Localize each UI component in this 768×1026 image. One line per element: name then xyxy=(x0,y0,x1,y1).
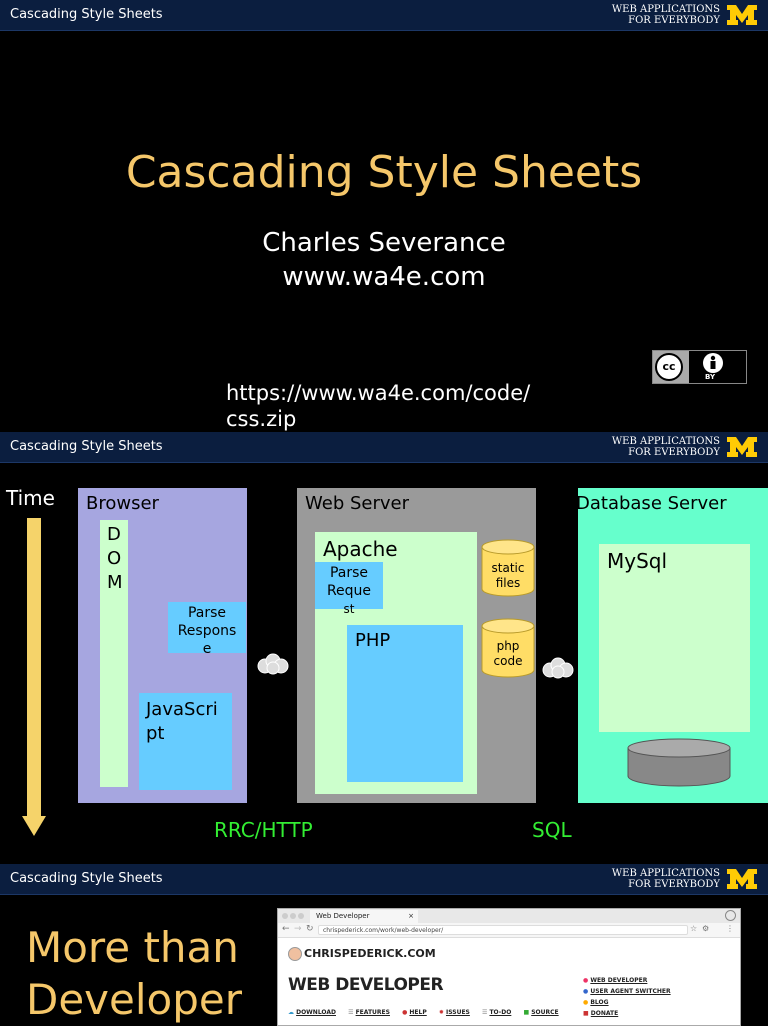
parse-request-box: Parse Reque st xyxy=(315,562,383,616)
nav-source[interactable]: ■ SOURCE xyxy=(523,1009,559,1016)
browser-tab[interactable]: Web Developer × xyxy=(310,910,418,923)
side-link[interactable]: ● BLOG xyxy=(583,999,609,1006)
nav-download[interactable]: ☁ DOWNLOAD xyxy=(288,1009,336,1016)
author-site: www.wa4e.com xyxy=(282,262,486,292)
mysql-label: MySql xyxy=(607,549,668,573)
slide-1: Cascading Style Sheets WEB APPLICATIONS … xyxy=(0,0,768,432)
header-title: Cascading Style Sheets xyxy=(10,439,163,454)
sql-label: SQL xyxy=(532,818,572,842)
back-icon[interactable]: ← xyxy=(282,924,290,934)
michigan-m-logo xyxy=(727,5,757,25)
slide-header: Cascading Style Sheets WEB APPLICATIONS … xyxy=(0,864,768,895)
header-brand: WEB APPLICATIONS FOR EVERYBODY xyxy=(611,436,720,458)
header-brand: WEB APPLICATIONS FOR EVERYBODY xyxy=(611,868,720,890)
database-server-label: Database Server xyxy=(576,493,727,514)
slide-title: More than Developer xyxy=(26,923,243,1024)
network-cloud-icon xyxy=(542,657,574,679)
time-arrow-icon xyxy=(22,518,46,836)
mysql-box: MySql xyxy=(599,544,750,732)
header-title: Cascading Style Sheets xyxy=(10,7,163,22)
side-links: ● WEB DEVELOPER ● USER AGENT SWITCHER ● … xyxy=(583,975,671,1019)
header-title: Cascading Style Sheets xyxy=(10,871,163,886)
time-label: Time xyxy=(6,486,55,510)
menu-icon[interactable]: ⋮ xyxy=(726,924,734,933)
browser-tab-bar: Web Developer × xyxy=(278,909,740,923)
header-brand: WEB APPLICATIONS FOR EVERYBODY xyxy=(611,4,720,26)
web-server-label: Web Server xyxy=(305,493,409,514)
browser-box: Browser D O M Parse Respons e JavaScri p… xyxy=(78,488,247,803)
site-logo-icon xyxy=(288,947,302,961)
creative-commons-badge: cc BY xyxy=(652,350,747,384)
apache-label: Apache xyxy=(323,537,398,561)
page-heading: WEB DEVELOPER xyxy=(288,975,444,995)
dom-box: D O M xyxy=(100,520,128,787)
nav-todo[interactable]: ☰ TO-DO xyxy=(481,1009,512,1016)
static-files-cylinder-icon xyxy=(481,539,535,597)
cc-by-label: BY xyxy=(705,373,716,381)
side-link[interactable]: ● USER AGENT SWITCHER xyxy=(583,988,671,995)
star-icon[interactable]: ☆ xyxy=(690,924,698,933)
browser-label: Browser xyxy=(86,493,159,514)
nav-features[interactable]: ☰ FEATURES xyxy=(348,1009,390,1016)
michigan-m-logo xyxy=(727,869,757,889)
side-link[interactable]: ● WEB DEVELOPER xyxy=(583,977,648,984)
network-cloud-icon xyxy=(257,653,289,675)
url-field[interactable]: chrispederick.com/work/web-developer/ xyxy=(318,925,688,935)
cc-icon: cc xyxy=(655,353,683,381)
side-link[interactable]: ■ DONATE xyxy=(583,1010,619,1017)
parse-response-box: Parse Respons e xyxy=(168,602,246,657)
site-name[interactable]: CHRISPEDERICK.COM xyxy=(304,947,436,960)
php-label: PHP xyxy=(355,630,391,651)
slide-header: Cascading Style Sheets WEB APPLICATIONS … xyxy=(0,0,768,31)
web-server-box: Web Server Apache Parse Reque st PHP sta… xyxy=(297,488,536,803)
php-box: PHP xyxy=(347,625,463,782)
php-code-cylinder-icon xyxy=(481,618,535,678)
close-tab-icon[interactable]: × xyxy=(408,912,414,920)
michigan-m-logo xyxy=(727,437,757,457)
attribution-icon xyxy=(703,353,723,373)
window-control-icon[interactable] xyxy=(725,910,736,921)
reload-icon[interactable]: ↻ xyxy=(306,924,314,934)
forward-icon[interactable]: → xyxy=(294,924,302,934)
static-files-label: static files xyxy=(491,561,525,590)
database-server-box: Database Server MySql xyxy=(576,488,768,803)
code-link[interactable]: https://www.wa4e.com/code/ css.zip xyxy=(226,381,531,431)
database-disk-icon xyxy=(627,738,731,787)
php-code-label: php code xyxy=(493,639,523,668)
extensions-icon[interactable]: ⚙ xyxy=(702,924,710,933)
javascript-box: JavaScri pt xyxy=(139,693,232,790)
browser-address-bar: ← → ↻ chrispederick.com/work/web-develop… xyxy=(278,923,740,938)
browser-screenshot: Web Developer × ← → ↻ chrispederick.com/… xyxy=(277,908,741,1026)
site-nav: ☁ DOWNLOAD ☰ FEATURES ● HELP ✹ ISSUES ☰ … xyxy=(288,1009,559,1016)
author-name: Charles Severance xyxy=(262,228,506,258)
apache-box: Apache Parse Reque st PHP xyxy=(315,532,477,794)
slide-header: Cascading Style Sheets WEB APPLICATIONS … xyxy=(0,432,768,463)
nav-issues[interactable]: ✹ ISSUES xyxy=(438,1009,470,1016)
slide-2: Cascading Style Sheets WEB APPLICATIONS … xyxy=(0,432,768,864)
rrc-http-label: RRC/HTTP xyxy=(214,818,313,842)
nav-help[interactable]: ● HELP xyxy=(402,1009,427,1016)
slide-title: Cascading Style Sheets xyxy=(125,147,643,198)
